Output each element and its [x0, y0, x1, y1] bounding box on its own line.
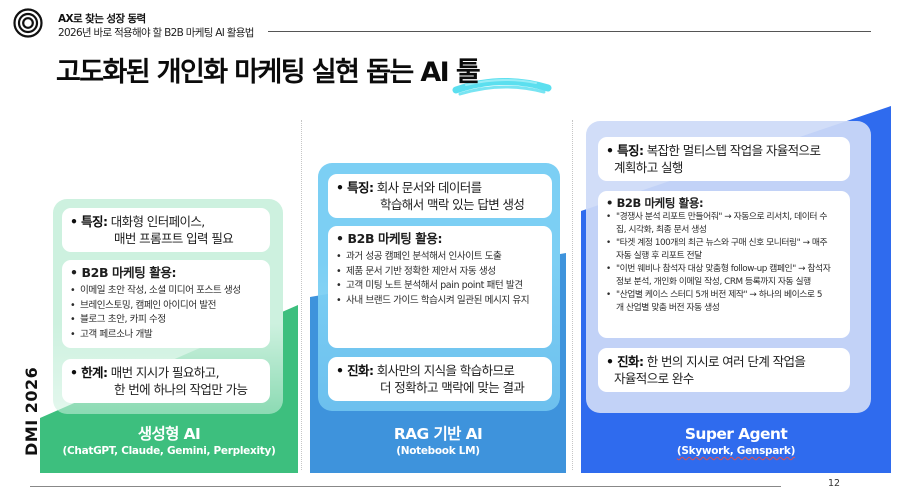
evolution-text: 회사만의 지식을 학습하므로 [376, 363, 515, 378]
usage-item: "이번 웨비나 참석자 대상 맞춤형 follow-up 캠페인" → 참석자 … [606, 263, 842, 289]
usage-item: 제품 문서 기반 정확한 제안서 자동 생성 [336, 265, 544, 280]
evolution-label: 진화: [617, 354, 644, 369]
column-label-generative: 생성형 AI (ChatGPT, Claude, Gemini, Perplex… [40, 425, 298, 458]
usage-list: 과거 성공 캠페인 분석해서 인사이트 도출 제품 문서 기반 정확한 제안서 … [336, 250, 544, 308]
usage-list: 이메일 초안 작성, 소셜 미디어 포스트 생성 브레인스토밍, 캠페인 아이디… [70, 284, 262, 342]
column-divider [301, 120, 302, 470]
feature-text: 회사 문서와 데이터를 [376, 180, 482, 195]
limitation-text: 매번 지시가 필요하고, [110, 365, 220, 380]
limitation-card: • 한계: 매번 지시가 필요하고, 한 번에 하나의 작업만 가능 [62, 359, 270, 403]
usage-item: 이메일 초안 작성, 소셜 미디어 포스트 생성 [70, 284, 262, 299]
side-label: DMI 2026 [22, 366, 41, 456]
usage-title: B2B 마케팅 활용: [81, 265, 177, 280]
title-block: 고도화된 개인화 마케팅 실현 돕는 AI 툴 [56, 50, 481, 90]
column-divider [572, 120, 573, 470]
feature-text: 학습해서 맥락 있는 답변 생성 [380, 197, 525, 212]
feature-card: • 특징: 복잡한 멀티스텝 작업을 자율적으로 계획하고 실행 [598, 137, 850, 181]
usage-card: • B2B 마케팅 활용: 과거 성공 캠페인 분석해서 인사이트 도출 제품 … [328, 226, 552, 348]
usage-item: 고객 페르소나 개발 [70, 328, 262, 343]
usage-title: B2B 마케팅 활용: [616, 196, 704, 210]
evolution-text: 한 번의 지시로 여러 단계 작업을 [646, 354, 806, 369]
feature-card: • 특징: 대화형 인터페이스, 매번 프롬프트 입력 필요 [62, 208, 270, 252]
column-label-rag: RAG 기반 AI (Notebook LM) [310, 425, 566, 458]
usage-title: B2B 마케팅 활용: [347, 231, 443, 246]
footer-divider [30, 486, 781, 487]
page-number: 12 [828, 478, 841, 489]
usage-item: 블로그 초안, 카피 수정 [70, 313, 262, 328]
column-examples: (ChatGPT, Claude, Gemini, Perplexity) [62, 445, 276, 457]
limitation-label: 한계: [81, 365, 108, 380]
usage-item: "타겟 계정 100개의 최근 뉴스와 구매 신호 모니터링" → 매주 자동 … [606, 237, 842, 263]
usage-list: "경쟁사 분석 리포트 만들어줘" → 자동으로 리서치, 데이터 수집, 시각… [606, 211, 842, 315]
usage-item: "산업별 케이스 스터디 5개 버전 제작" → 하나의 베이스로 5개 산업별… [606, 289, 842, 315]
usage-card: • B2B 마케팅 활용: 이메일 초안 작성, 소셜 미디어 포스트 생성 브… [62, 260, 270, 348]
evolution-text: 더 정확하고 맥락에 맞는 결과 [380, 380, 525, 395]
header-subtitle: 2026년 바로 적용해야 할 B2B 마케팅 AI 활용법 [58, 27, 254, 39]
feature-text: 대화형 인터페이스, [110, 214, 206, 229]
usage-item: 사내 브랜드 가이드 학습시켜 일관된 메시지 유지 [336, 294, 544, 309]
column-name: Super Agent [684, 425, 788, 443]
feature-label: 특징: [347, 180, 374, 195]
concentric-circles-icon [13, 8, 43, 38]
usage-item: 브레인스토밍, 캠페인 아이디어 발전 [70, 299, 262, 314]
feature-text: 복잡한 멀티스텝 작업을 자율적으로 [646, 143, 821, 158]
evolution-label: 진화: [347, 363, 374, 378]
column-label-super-agent: Super Agent (Skywork, Genspark) [581, 425, 891, 458]
column-name: RAG 기반 AI [393, 425, 483, 443]
evolution-card: • 진화: 한 번의 지시로 여러 단계 작업을 자율적으로 완수 [598, 348, 850, 392]
column-examples: (Skywork, Genspark) [676, 445, 796, 457]
feature-label: 특징: [617, 143, 644, 158]
feature-text: 매번 프롬프트 입력 필요 [114, 231, 234, 246]
usage-item: 과거 성공 캠페인 분석해서 인사이트 도출 [336, 250, 544, 265]
usage-card: • B2B 마케팅 활용: "경쟁사 분석 리포트 만들어줘" → 자동으로 리… [598, 191, 850, 338]
usage-item: "경쟁사 분석 리포트 만들어줘" → 자동으로 리서치, 데이터 수집, 시각… [606, 211, 842, 237]
evolution-card: • 진화: 회사만의 지식을 학습하므로 더 정확하고 맥락에 맞는 결과 [328, 357, 552, 401]
column-examples: (Notebook LM) [396, 445, 480, 457]
header-kicker: AX로 찾는 성장 동력 [58, 13, 146, 25]
evolution-text: 자율적으로 완수 [614, 371, 694, 386]
feature-card: • 특징: 회사 문서와 데이터를 학습해서 맥락 있는 답변 생성 [328, 174, 552, 218]
header-divider [268, 31, 871, 32]
feature-label: 특징: [81, 214, 108, 229]
limitation-text: 한 번에 하나의 작업만 가능 [114, 382, 248, 397]
usage-item: 고객 미팅 노트 분석해서 pain point 패턴 발견 [336, 279, 544, 294]
feature-text: 계획하고 실행 [614, 160, 683, 175]
page-title: 고도화된 개인화 마케팅 실현 돕는 AI 툴 [56, 57, 481, 88]
column-name: 생성형 AI [137, 425, 201, 443]
highlight-brush-stroke [452, 78, 552, 96]
